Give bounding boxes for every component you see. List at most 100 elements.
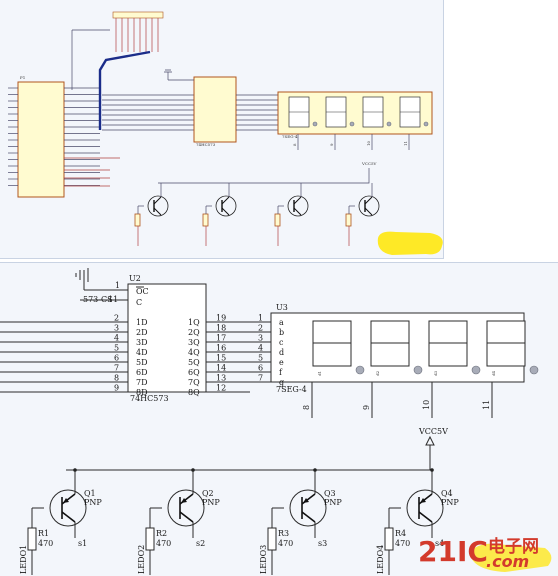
u3-digit-label: d3 (433, 370, 438, 376)
u2-input-pin-number: 3 (114, 324, 119, 333)
top-digit-dp (312, 121, 318, 127)
rail-junction (313, 468, 317, 472)
u3-digit-label: d2 (375, 370, 380, 376)
top-transistor-collector (293, 207, 302, 216)
u2-output-label: 2Q (188, 328, 200, 337)
transistor-body (289, 489, 327, 527)
u3-common-pin-number: 10 (422, 400, 431, 410)
u3-segment-label: a (279, 318, 284, 327)
u3-segment-label: c (279, 338, 284, 347)
u2-input-pin-number: 7 (114, 364, 119, 373)
u2-output-pin-number: 16 (216, 344, 226, 353)
u3-segment-pin-number: 3 (258, 334, 263, 343)
u2-output-label: 6Q (188, 368, 200, 377)
transistor-arrow (181, 498, 187, 503)
u2-input-label: 8D (136, 388, 148, 397)
resistor-ref: R2 (156, 529, 167, 538)
resistor-network-legs (115, 18, 159, 52)
top-transistor-body (147, 195, 169, 217)
transistor-arrow (303, 498, 309, 503)
vcc-symbol (425, 435, 435, 446)
u2-input-label: 7D (136, 378, 148, 387)
rail-junction (191, 468, 195, 472)
u3-common-pin-number: 8 (302, 405, 311, 410)
top-display-part: 7SEG-4 (282, 134, 298, 139)
u2-input-pin-number: 9 (114, 384, 119, 393)
top-transistor-emitter (293, 196, 302, 205)
u2-output-label: 4Q (188, 348, 200, 357)
bus-taps (102, 94, 194, 131)
transistor-ref: Q3 (324, 489, 336, 498)
u3-segment-pin-number: 5 (258, 354, 263, 363)
data-bus (98, 50, 151, 130)
u3-segment-pin-number: 6 (258, 364, 263, 373)
base-resistor (145, 527, 155, 551)
u3-digit-dp (471, 365, 481, 375)
transistor-type: PNP (202, 498, 220, 507)
u3-segment-pin-number: 2 (258, 324, 263, 333)
top-transistor-collector (153, 207, 162, 216)
mcu-label: P1 (20, 75, 25, 80)
u2-input-pin-number: 4 (114, 334, 119, 343)
watermark-highlight (470, 543, 552, 572)
u3-segment-pin-number: 7 (258, 374, 263, 383)
resistor-value: 470 (395, 539, 410, 548)
base-net-label: LEDO4 (376, 545, 385, 574)
watermark-brand-number: 21IC (418, 535, 488, 568)
u2-output-pin-number: 13 (216, 374, 226, 383)
u2-input-label: 4D (136, 348, 148, 357)
transistor-arrow (420, 498, 426, 503)
u2-input-pin-number: 2 (114, 314, 119, 323)
transistor-collector-leg (301, 511, 316, 523)
emitter-net-label: s1 (78, 539, 87, 548)
top-digit-dp (349, 121, 355, 127)
emitter-net-label: s2 (196, 539, 205, 548)
top-display-pin-number: 8 (292, 143, 297, 146)
base-net-label: LEDO2 (137, 545, 146, 574)
rnet-wire (71, 29, 110, 90)
top-transistor-collector (364, 207, 373, 216)
u2-part: 74HC573 (130, 394, 169, 403)
transistor-type: PNP (324, 498, 342, 507)
top-latch-part: 74HC573 (196, 142, 216, 147)
u2-output-pin-number: 12 (216, 384, 226, 393)
transistor-ref: Q4 (441, 489, 453, 498)
resistor-ref: R4 (395, 529, 406, 538)
top-latch-ground (164, 69, 194, 81)
u3-digit-dp (529, 365, 539, 375)
top-base-resistor (202, 213, 209, 227)
u2-output-label: 8Q (188, 388, 200, 397)
ground-symbol (75, 270, 118, 291)
u3-digit-label: d4 (491, 370, 496, 376)
top-vcc-label: VCC5V (361, 161, 377, 166)
top-vcc-rail (158, 168, 370, 184)
u3-common-pin-number: 9 (362, 405, 371, 410)
u2-output-pin-number: 19 (216, 314, 226, 323)
top-transistors (134, 183, 380, 246)
transistor-type: PNP (84, 498, 102, 507)
u2-input-label: 3D (136, 338, 148, 347)
u3-segment-label: e (279, 358, 284, 367)
transistor-body (406, 489, 444, 527)
emitter-net-label: s4 (435, 539, 444, 548)
u2-output-label: 5Q (188, 358, 200, 367)
base-resistor (384, 527, 394, 551)
transistor-collector-leg (61, 511, 76, 523)
rail-junction (430, 468, 434, 472)
base-net-label: LEDO3 (259, 545, 268, 574)
resistor-ref: R1 (38, 529, 49, 538)
resistor-value: 470 (156, 539, 171, 548)
top-transistor-collector (221, 207, 230, 216)
u2-input-label: 2D (136, 328, 148, 337)
u3-segment-pin-number: 1 (258, 314, 263, 323)
top-digit-dp (386, 121, 392, 127)
